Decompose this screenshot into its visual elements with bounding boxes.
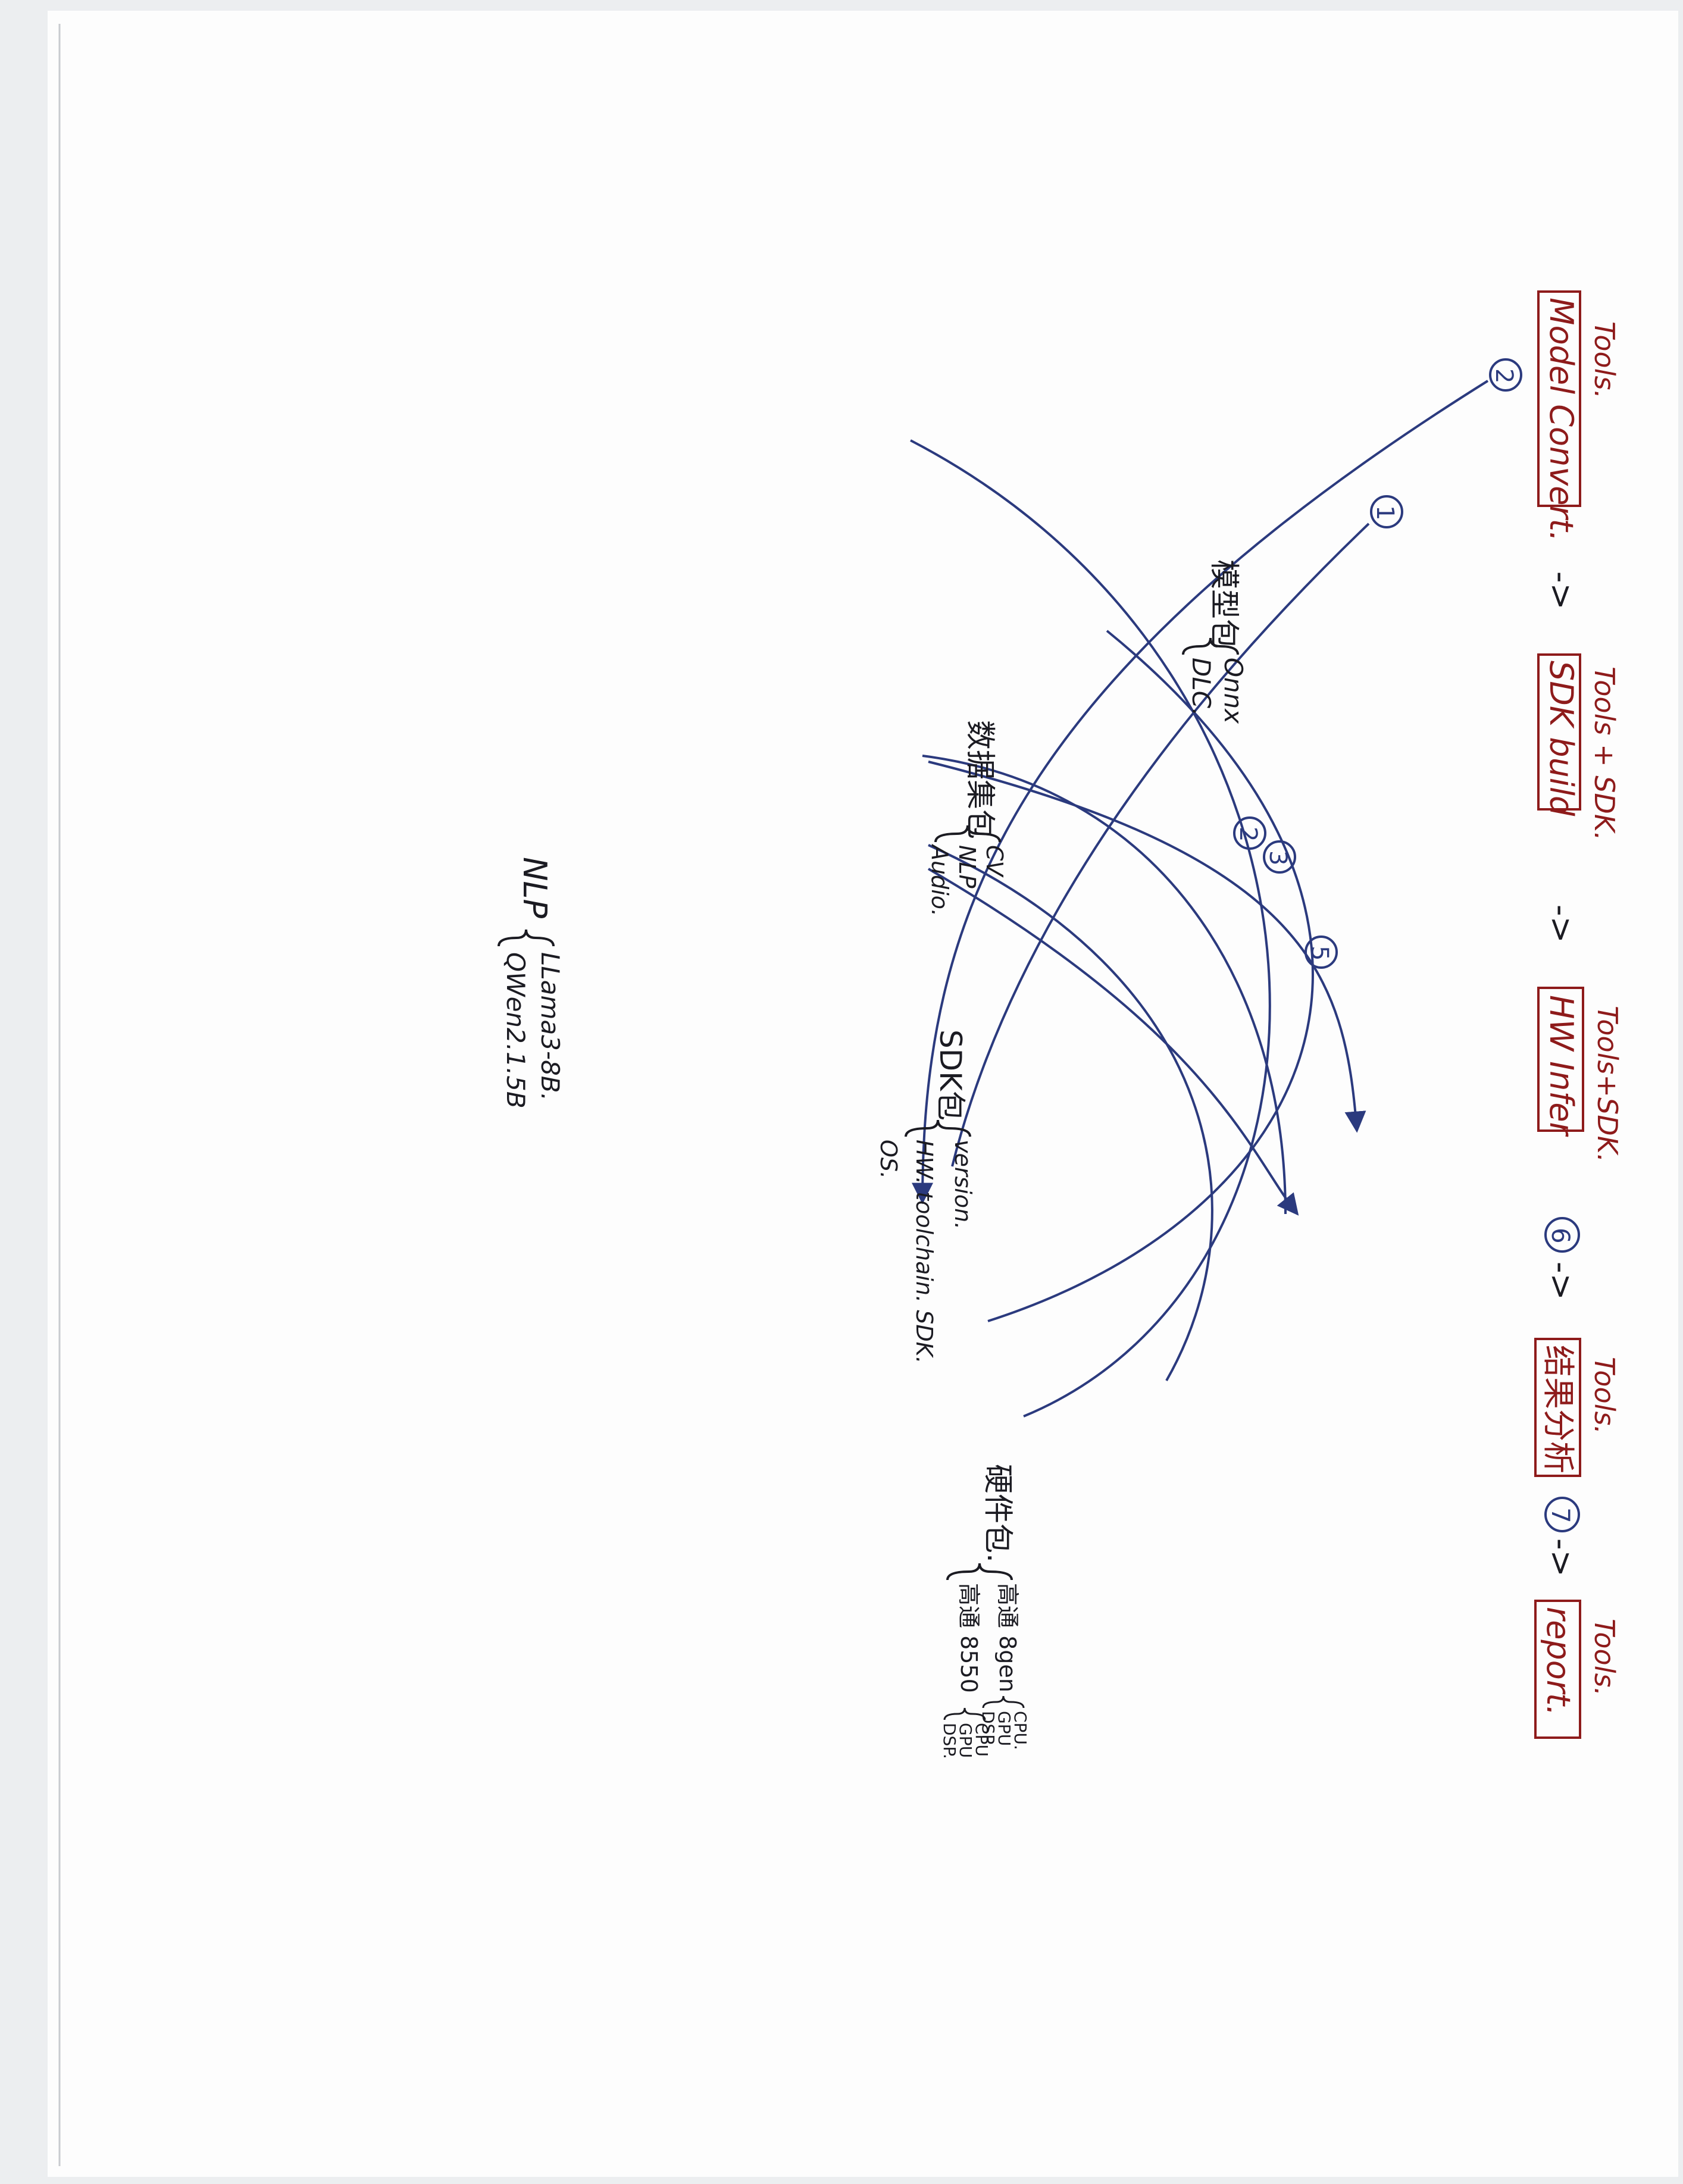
stage-label: report.	[1540, 1607, 1577, 1716]
flow-path-1	[951, 522, 1370, 1167]
input-hardware-package: 硬件包. 高通 8gen 高通 8550	[946, 1464, 1021, 1693]
input-item: OS.	[875, 1140, 902, 1179]
flow-path-7	[922, 755, 1287, 1215]
input-item: CV	[981, 845, 1008, 878]
input-item: Audio.	[927, 843, 953, 916]
stage-hw-infer: Tools+SDK. HW Infer	[1537, 987, 1623, 1162]
hw-sub-item: GPU	[956, 1723, 975, 1758]
input-item: version.	[950, 1140, 976, 1229]
nlp-item: QWen2.1.5B	[501, 952, 530, 1109]
input-label: 数据集包	[963, 720, 997, 839]
stage-model-convert: Tools. Model Convert.	[1537, 290, 1621, 542]
hw-sub-items-8gen: CPU. GPU DSP	[978, 1695, 1030, 1750]
input-label: 模型包	[1207, 559, 1241, 649]
flow-step: 1	[1371, 505, 1399, 520]
stage-label: HW Infer	[1543, 995, 1580, 1137]
arrow-label: ->	[1543, 1262, 1580, 1300]
flow-path-2	[912, 380, 1489, 1204]
stage-arrow: 6 ->	[1543, 1217, 1580, 1300]
stage-arrow: ->	[1543, 905, 1580, 943]
stage-label: Model Convert.	[1543, 298, 1580, 542]
input-item: 高通 8gen	[994, 1583, 1021, 1692]
flow-marker: 2	[1489, 358, 1522, 392]
input-sdk-package: SDK包 version. HW. toolchain. SDK. OS.	[875, 1030, 976, 1364]
flow-step: 3	[1264, 850, 1291, 865]
input-item: Onnx	[1219, 658, 1248, 724]
input-item: DLC.	[1187, 658, 1216, 716]
flow-path-5	[928, 844, 1213, 1381]
input-model-package: 模型包 Onnx DLC.	[1182, 559, 1248, 724]
stage-tag: Tools.	[1588, 1357, 1621, 1434]
arrow-label: ->	[1543, 1538, 1580, 1577]
flow-step: 2	[1490, 368, 1518, 383]
input-label: 硬件包.	[981, 1464, 1015, 1563]
input-label: SDK包	[933, 1030, 968, 1121]
flow-marker: 3	[1263, 840, 1296, 874]
flow-marker: 2	[1233, 816, 1266, 850]
nlp-model-group: NLP LLama3-8B. QWen2.1.5B	[498, 857, 565, 1109]
stage-tag: Tools.	[1588, 1619, 1621, 1696]
hw-sub-item: DSP.	[940, 1723, 959, 1759]
input-item: NLP	[954, 845, 980, 888]
step-number: 6	[1546, 1228, 1575, 1244]
nlp-item: LLama3-8B.	[536, 952, 565, 1101]
step-number: 7	[1546, 1507, 1575, 1523]
flow-path-4	[987, 630, 1314, 1322]
hw-sub-items-8550: CPU GPU DSP.	[940, 1707, 991, 1759]
flow-path-6	[910, 439, 1271, 1418]
nlp-label: NLP	[516, 857, 553, 918]
flow-step: 5	[1306, 946, 1333, 960]
arrow-label: ->	[1543, 571, 1580, 610]
hw-sub-item: CPU.	[1011, 1711, 1030, 1750]
input-dataset-package: 数据集包 CV NLP Audio.	[927, 720, 1008, 916]
stage-sdk-build: Tools + SDK. SDK build	[1537, 653, 1621, 841]
input-item: HW. toolchain. SDK.	[911, 1140, 937, 1364]
input-item: 高通 8550	[956, 1583, 982, 1693]
stage-label: 结果分析	[1540, 1345, 1577, 1473]
stage-arrow: ->	[1543, 571, 1580, 610]
stage-tag: Tools + SDK.	[1588, 667, 1621, 841]
flow-marker: 5	[1305, 935, 1338, 969]
flow-marker: 1	[1370, 495, 1403, 528]
stage-report: Tools. report.	[1534, 1600, 1621, 1739]
hw-sub-item: GPU	[994, 1711, 1014, 1746]
stage-label: SDK build	[1543, 661, 1580, 816]
stage-tag: Tools+SDK.	[1591, 1006, 1623, 1162]
flow-step: 2	[1234, 827, 1262, 841]
flow-path-8	[927, 868, 1299, 1216]
arrow-label: ->	[1543, 905, 1580, 943]
paper-sheet	[48, 11, 1678, 2177]
hw-sub-item: DSP	[978, 1711, 998, 1744]
stage-result-analysis: Tools. 结果分析	[1534, 1338, 1621, 1477]
stage-tag: Tools.	[1588, 321, 1621, 399]
stage-arrow: 7 ->	[1543, 1497, 1580, 1577]
hw-sub-item: CPU	[972, 1723, 991, 1757]
